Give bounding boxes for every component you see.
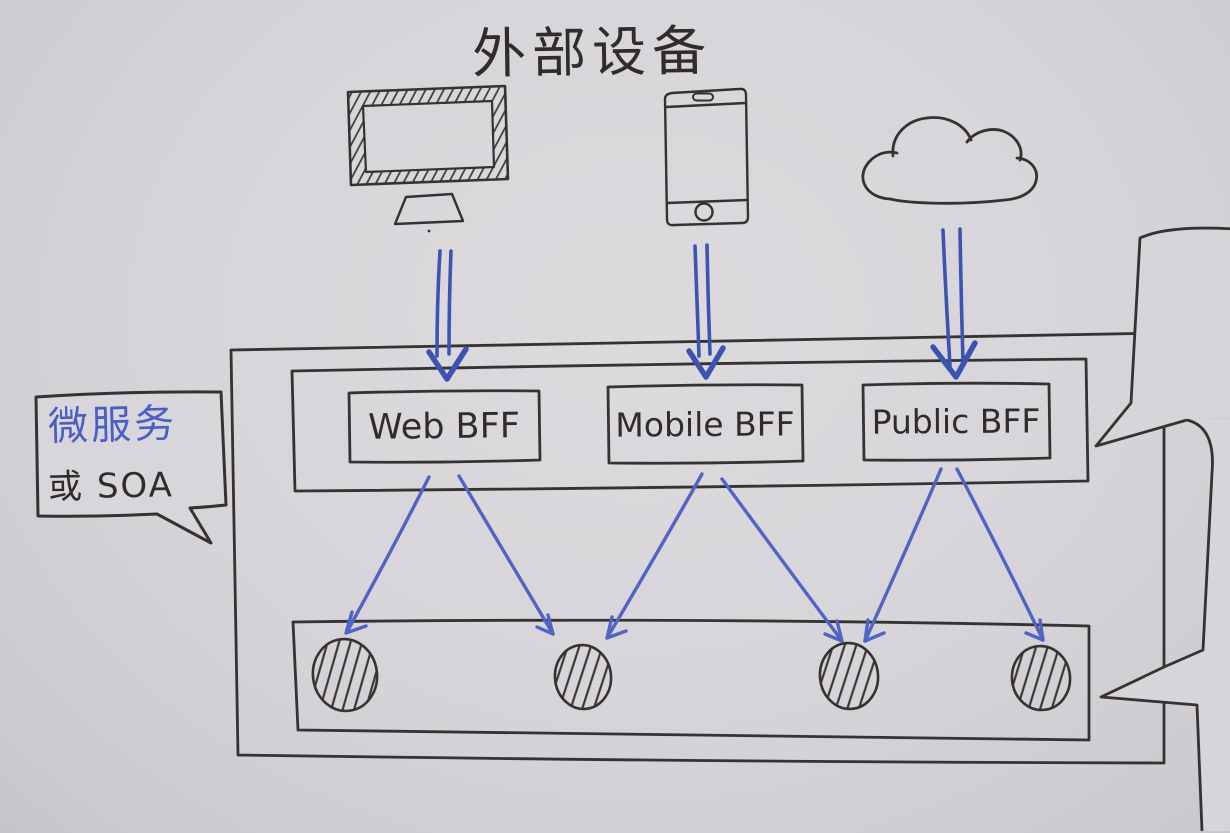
service-circles: [311, 637, 1072, 713]
annotation-bubble-outline: [34, 390, 228, 545]
mobile-bff-label: Mobile BFF: [615, 403, 795, 445]
arrow-mobilebff-service3: [720, 477, 844, 643]
arrow-mobilebff-service2: [605, 472, 704, 640]
arrow-monitor-to-webbff: [426, 249, 469, 382]
right-bubble-upper: [1094, 226, 1230, 448]
cloud-icon: [861, 116, 1039, 205]
bff-row-box: [290, 357, 1090, 493]
outer-box: [229, 331, 1166, 765]
service-circle-1: [311, 637, 379, 713]
arrow-phone-to-mobilebff: [686, 243, 726, 380]
bff-service-arrows: [344, 467, 1045, 643]
arrow-cloud-to-publicbff: [930, 227, 978, 380]
web-bff-box: [347, 389, 542, 464]
monitor-icon: [346, 84, 510, 233]
right-bubble-lower: [1099, 418, 1230, 832]
annotation-line-1: 微服务: [47, 400, 178, 451]
service-circle-3: [818, 641, 880, 711]
arrow-webbff-service1: [346, 475, 431, 632]
public-bff-box: [861, 381, 1052, 462]
arrow-webbff-service2: [457, 474, 555, 636]
phone-icon: [663, 87, 750, 227]
diagram-title: 外部设备: [471, 19, 713, 86]
service-circle-2: [553, 643, 613, 711]
arrow-publicbff-service3: [863, 467, 943, 643]
mobile-bff-box: [606, 383, 805, 465]
annotation-bubble: 微服务 或 SOA: [47, 392, 218, 508]
arrow-publicbff-service4: [955, 467, 1045, 642]
service-circle-4: [1010, 644, 1072, 712]
public-bff-label: Public BFF: [871, 401, 1041, 442]
annotation-line-2: 或 SOA: [47, 465, 175, 508]
services-row-box: [291, 618, 1091, 742]
web-bff-label: Web BFF: [367, 406, 521, 448]
